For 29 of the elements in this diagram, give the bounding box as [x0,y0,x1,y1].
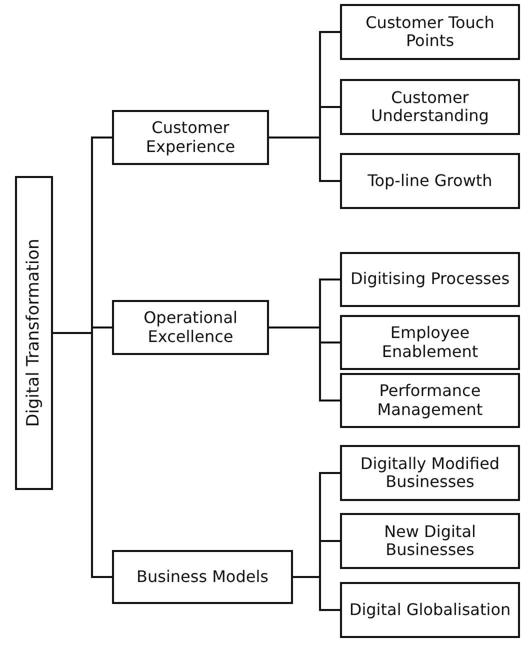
node-label: Digitally Modified Businesses [359,454,501,492]
node-label: Digitising Processes [350,270,510,289]
topic-box [340,79,520,135]
node-label: Digital Globalisation [349,600,511,620]
node-label: Digital Transformation [24,238,44,428]
node-label: Customer Understanding [370,88,490,126]
node-label: Customer Experience [144,119,236,156]
connector-line [53,332,112,578]
topic-box [340,445,520,501]
topic-box [340,513,520,569]
topic-box [112,300,269,355]
topic-box [340,4,520,60]
node-label: Performance Management [376,382,484,419]
topic-box [340,315,520,370]
node-label: Operational Excellence [142,309,238,346]
topic-box [112,110,269,165]
topic-box [340,373,520,428]
topic-box [112,550,293,604]
root-box [15,176,53,490]
node-label: Customer Touch Points [364,14,496,50]
connector-line [293,576,340,611]
node-label: Top-line Growth [368,172,492,190]
topic-box [340,153,520,209]
node-label: New Digital Businesses [383,522,477,560]
topic-box [340,252,520,307]
topic-box [340,582,520,638]
node-label: Business Models [136,568,268,586]
connector-line [269,136,340,182]
node-label: Employee Enablement [380,324,480,361]
